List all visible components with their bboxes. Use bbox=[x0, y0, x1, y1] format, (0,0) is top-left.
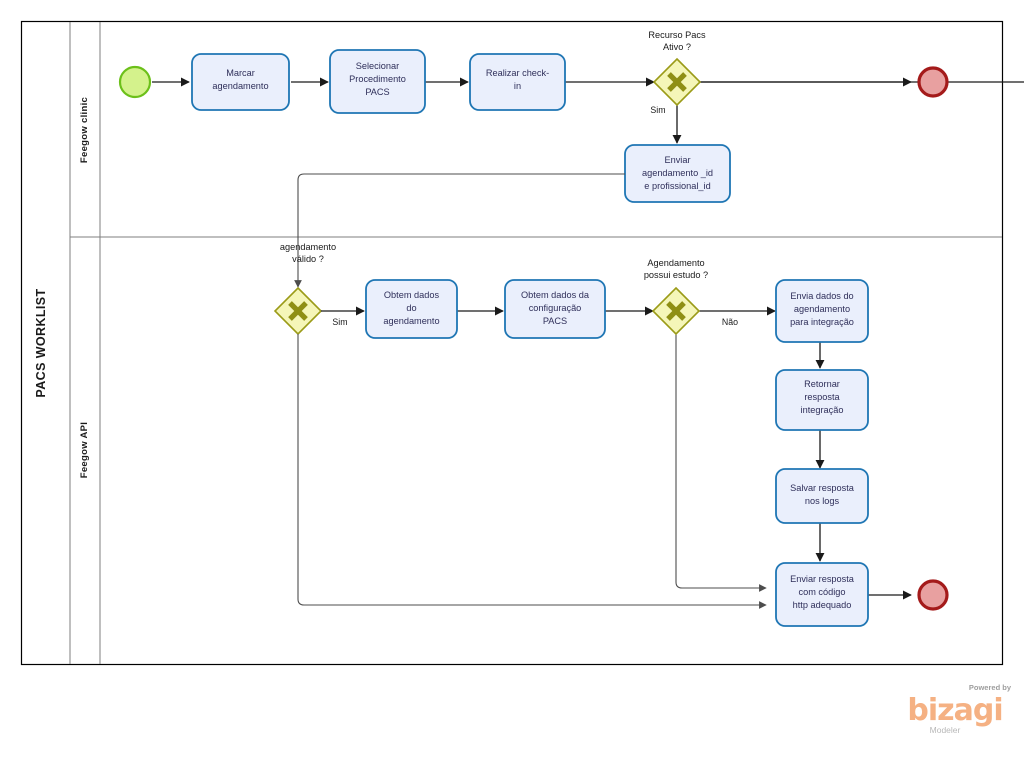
task-box[interactable] bbox=[775, 279, 869, 343]
gateway-agendamento-valido[interactable]: agendamento válido ? bbox=[273, 242, 336, 336]
task-line-1: Retornar bbox=[804, 379, 840, 389]
start-event-group[interactable] bbox=[118, 65, 152, 99]
task-line-1: Obtem dados da bbox=[521, 290, 590, 300]
task-line-2: agendamento _id bbox=[642, 168, 713, 178]
task-line-1: Obtem dados bbox=[384, 290, 440, 300]
task-line-3: http adequado bbox=[793, 600, 852, 610]
flow-label-nao-estudo: Não bbox=[722, 317, 738, 327]
task-box[interactable] bbox=[469, 53, 566, 111]
task-box[interactable] bbox=[775, 562, 869, 627]
task-line-2: configuração bbox=[529, 303, 582, 313]
task-line-2: do bbox=[406, 303, 416, 313]
task-line-3: integração bbox=[801, 405, 844, 415]
task-line-2: com código bbox=[799, 587, 846, 597]
start-event-icon[interactable] bbox=[118, 65, 152, 99]
gateway-label-line-1: agendamento bbox=[280, 242, 336, 252]
task-box[interactable] bbox=[329, 49, 426, 114]
powered-by-label: Powered by bbox=[969, 683, 1012, 692]
bizagi-logo: Powered by bizagi Modeler bbox=[907, 683, 1011, 735]
gateway-x-icon-b bbox=[288, 301, 308, 321]
task-line-2: in bbox=[514, 81, 521, 91]
sequence-flows-lane-clinic bbox=[152, 77, 1024, 144]
task-selecionar-procedimento-pacs[interactable]: Selecionar Procedimento PACS bbox=[329, 49, 426, 114]
lane-label-feegow-api: Feegow API bbox=[79, 422, 90, 479]
task-enviar-agendamento-id[interactable]: Enviar agendamento _id e profissional_id bbox=[624, 144, 731, 203]
task-line-1: Selecionar bbox=[356, 61, 399, 71]
task-line-2: resposta bbox=[804, 392, 840, 402]
sequence-flows-lane-api bbox=[321, 306, 912, 600]
task-salvar-resposta-logs[interactable]: Salvar resposta nos logs bbox=[775, 468, 869, 524]
flow-gateway-estudo-down-to-enviar-resposta bbox=[675, 334, 767, 592]
lane-label-feegow-clinic: Feegow clinic bbox=[79, 97, 90, 163]
flow-enviar-to-gateway-valido bbox=[294, 173, 625, 288]
gateway-agendamento-possui-estudo[interactable]: Agendamento possui estudo ? bbox=[644, 258, 708, 336]
task-box[interactable] bbox=[191, 53, 290, 111]
task-envia-dados-integracao[interactable]: Envia dados do agendamento para integraç… bbox=[775, 279, 869, 343]
gateway-label-line-1: Recurso Pacs bbox=[648, 30, 706, 40]
task-obtem-dados-configuracao-pacs[interactable]: Obtem dados da configuração PACS bbox=[504, 279, 606, 339]
task-line-3: e profissional_id bbox=[644, 181, 710, 191]
end-event-icon[interactable] bbox=[917, 66, 949, 98]
task-line-1: Marcar bbox=[226, 68, 255, 78]
end-event-api-group[interactable] bbox=[917, 579, 949, 611]
bizagi-wordmark: bizagi bbox=[907, 693, 1002, 728]
task-line-1: Enviar resposta bbox=[790, 574, 855, 584]
gateway-x-icon-b bbox=[666, 301, 686, 321]
flow-label-sim-valido: Sim bbox=[332, 317, 347, 327]
gateway-label-line-2: Ativo ? bbox=[663, 42, 691, 52]
task-line-3: PACS bbox=[365, 87, 389, 97]
gateway-label-line-1: Agendamento bbox=[647, 258, 704, 268]
task-obtem-dados-agendamento[interactable]: Obtem dados do agendamento bbox=[365, 279, 458, 339]
task-line-3: agendamento bbox=[383, 316, 439, 326]
task-line-2: agendamento bbox=[794, 304, 850, 314]
task-line-3: PACS bbox=[543, 316, 567, 326]
task-line-3: para integração bbox=[790, 317, 854, 327]
task-box[interactable] bbox=[775, 468, 869, 524]
pool-title: PACS WORKLIST bbox=[34, 288, 48, 397]
task-marcar-agendamento[interactable]: Marcar agendamento bbox=[191, 53, 290, 111]
end-event-icon[interactable] bbox=[917, 579, 949, 611]
task-line-2: agendamento bbox=[212, 81, 268, 91]
pool-pacs-worklist: PACS WORKLIST Feegow clinic Feegow API bbox=[20, 20, 1004, 666]
task-box[interactable] bbox=[504, 279, 606, 339]
task-line-2: Procedimento bbox=[349, 74, 406, 84]
flow-label-sim-recurso: Sim bbox=[650, 105, 665, 115]
gateway-label-line-2: válido ? bbox=[292, 254, 324, 264]
task-line-1: Enviar bbox=[664, 155, 690, 165]
task-line-2: nos logs bbox=[805, 496, 840, 506]
pool-outer-border bbox=[20, 20, 1004, 666]
task-enviar-resposta-http[interactable]: Enviar resposta com código http adequado bbox=[775, 562, 869, 627]
gateway-recurso-pacs-ativo[interactable]: Recurso Pacs Ativo ? bbox=[648, 30, 706, 107]
task-line-1: Envia dados do bbox=[790, 291, 853, 301]
end-event-clinic-group[interactable] bbox=[917, 66, 949, 98]
gateway-label-line-2: possui estudo ? bbox=[644, 270, 708, 280]
gateway-x-icon-b bbox=[667, 72, 687, 92]
task-realizar-check-in[interactable]: Realizar check- in bbox=[469, 53, 566, 111]
task-box[interactable] bbox=[775, 369, 869, 431]
task-retornar-resposta-integracao[interactable]: Retornar resposta integração bbox=[775, 369, 869, 431]
flow-gateway-valido-down-to-enviar-resposta bbox=[297, 334, 767, 609]
bizagi-product-label: Modeler bbox=[930, 725, 961, 735]
task-line-1: Realizar check- bbox=[486, 68, 549, 78]
task-line-1: Salvar resposta bbox=[790, 483, 855, 493]
task-box[interactable] bbox=[365, 279, 458, 339]
